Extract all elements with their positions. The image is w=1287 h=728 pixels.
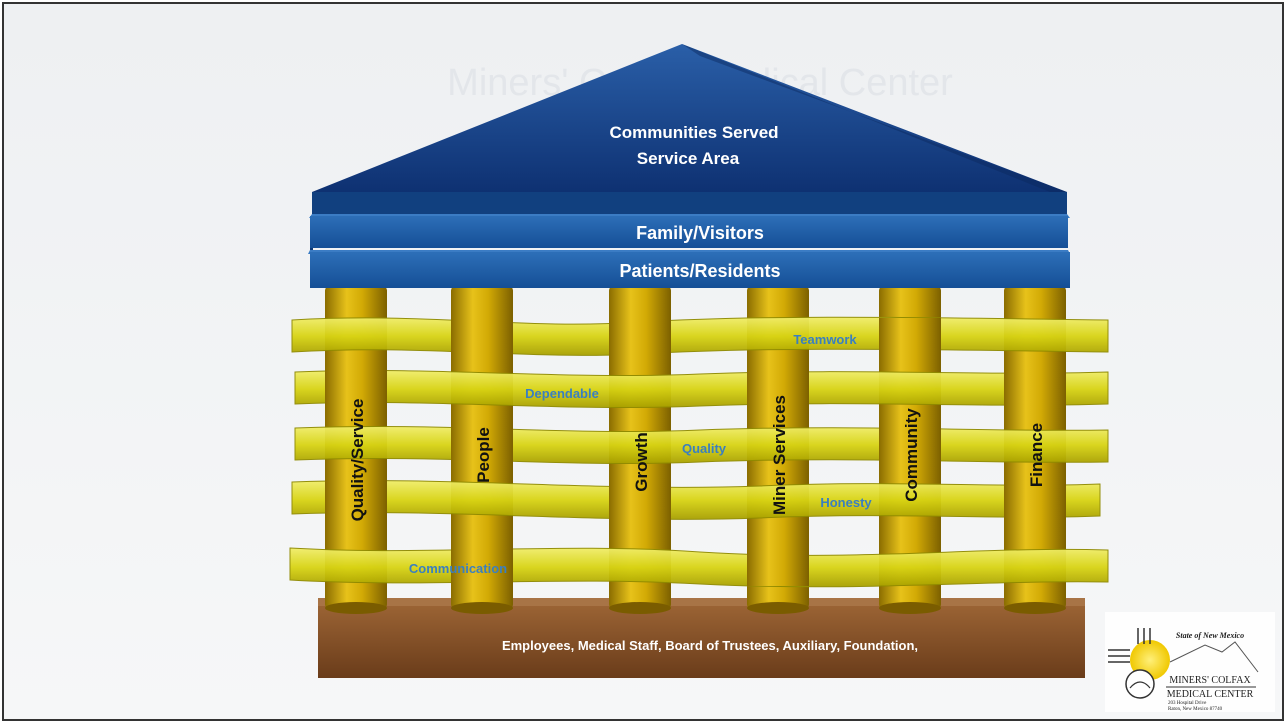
beam-family-visitors: Family/Visitors xyxy=(309,214,1070,248)
value-label-honesty: Honesty xyxy=(820,495,872,510)
value-label-teamwork: Teamwork xyxy=(793,332,857,347)
beam-label-family-visitors: Family/Visitors xyxy=(636,223,764,243)
miners-colfax-logo: State of New Mexico MINERS' COLFAX MEDIC… xyxy=(1105,612,1275,712)
roof: Communities Served Service Area xyxy=(312,44,1067,214)
foundation-block: Employees, Medical Staff, Board of Trust… xyxy=(318,598,1085,678)
logo-address-1: 203 Hospital Drive xyxy=(1168,701,1207,706)
pillar-label-quality-service: Quality/Service xyxy=(348,399,367,522)
foundation-label: Employees, Medical Staff, Board of Trust… xyxy=(502,638,918,653)
mountain-icon xyxy=(1169,641,1259,673)
value-label-dependable: Dependable xyxy=(525,386,599,401)
logo-address-2: Raton, New Mexico 87740 xyxy=(1168,707,1223,712)
pillar-label-finance: Finance xyxy=(1027,423,1046,487)
pillar-label-miner-services: Miner Services xyxy=(770,395,789,515)
beam-patients-residents: Patients/Residents xyxy=(308,248,1070,288)
band-dependable xyxy=(294,369,1109,409)
roof-line-2: Service Area xyxy=(637,149,740,168)
value-label-communication: Communication xyxy=(409,561,507,576)
logo-name-1: MINERS' COLFAX xyxy=(1169,675,1251,686)
band-honesty xyxy=(291,480,1101,520)
band-teamwork xyxy=(291,316,1109,356)
pillar-label-people: People xyxy=(474,427,493,483)
pillar-labels: Quality/Service People Growth Miner Serv… xyxy=(348,395,1046,521)
zia-sun-icon xyxy=(1108,628,1170,699)
logo-name-2: MEDICAL CENTER xyxy=(1167,689,1254,700)
beam-label-patients-residents: Patients/Residents xyxy=(619,261,780,281)
value-labels: Teamwork Dependable Quality Honesty Comm… xyxy=(409,332,873,576)
pillar-label-growth: Growth xyxy=(632,432,651,492)
logo-state: State of New Mexico xyxy=(1176,631,1244,640)
pillar-weave-overlays xyxy=(325,318,1066,586)
roof-line-1: Communities Served xyxy=(609,123,778,142)
value-label-quality: Quality xyxy=(682,441,727,456)
pillar-label-community: Community xyxy=(902,408,921,502)
